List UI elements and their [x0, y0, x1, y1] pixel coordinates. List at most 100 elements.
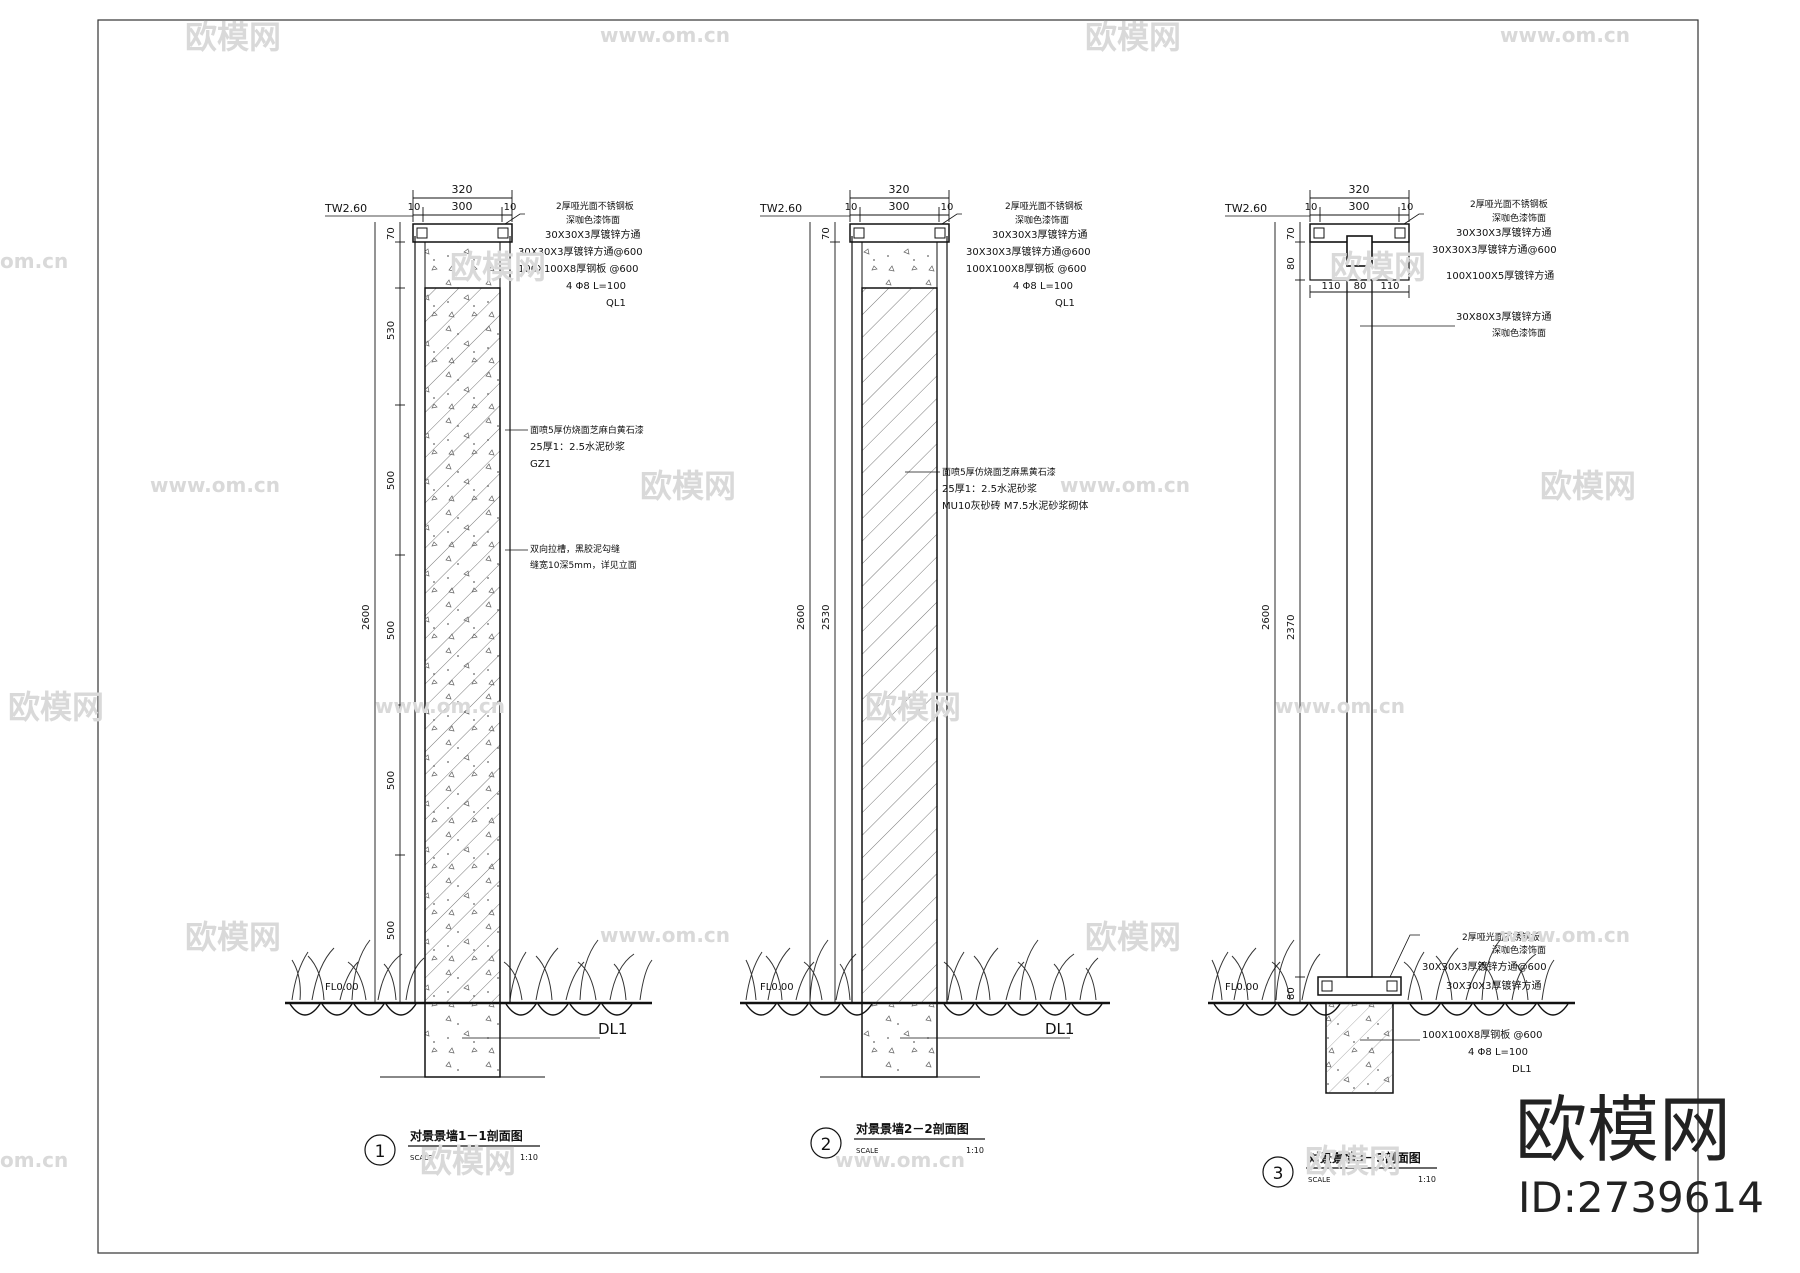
cap-plate — [412, 223, 513, 243]
section-title: 对景景墙3－3剖面图 — [1308, 1150, 1421, 1165]
scale-value: 1:10 — [1418, 1175, 1436, 1184]
cap-tube-right — [1394, 227, 1406, 239]
note-leader-base — [1389, 934, 1420, 978]
note-mid-2: MU10灰砂砖 M7.5水泥砂浆砌体 — [942, 499, 1088, 512]
cap-tube-left — [1313, 227, 1325, 239]
dim-left-2370: 2370 — [1286, 615, 1297, 640]
note-mid-0: 30X80X3厚镀锌方通 — [1456, 310, 1552, 323]
note-base-3: 30X30X3厚镀锌方通 — [1446, 979, 1542, 992]
note-top-5: 4 Φ8 L=100 — [1013, 281, 1073, 292]
dim-top-a: 10 — [408, 202, 421, 213]
wall-concrete — [425, 288, 500, 1003]
note-base-2: 30X30X3厚镀锌方通@600 — [1422, 960, 1547, 973]
cap-tube-left — [853, 227, 865, 239]
dim-left — [1274, 222, 1305, 1003]
note-top-1: 深咖色漆饰面 — [1492, 212, 1546, 224]
dim-top-c: 10 — [1401, 202, 1414, 213]
footing — [861, 1002, 938, 1078]
dim-top-b: 300 — [452, 200, 473, 213]
note-top-1: 深咖色漆饰面 — [1015, 214, 1069, 226]
dim-top-c: 10 — [504, 202, 517, 213]
dim-left-2530: 2530 — [821, 605, 832, 630]
dim-top-a: 10 — [845, 202, 858, 213]
note-leader-top — [504, 213, 525, 225]
note-base-0: 2厚哑光面不锈钢板 — [1462, 931, 1540, 943]
section-number: 2 — [821, 1135, 832, 1155]
watermark-logo: 欧模网 — [1085, 918, 1181, 956]
dim-left-500a: 500 — [386, 471, 397, 490]
grass-left — [1211, 939, 1321, 1001]
section-number-circle — [1262, 1156, 1294, 1188]
tw-label: TW2.60 — [759, 202, 802, 215]
scale-value: 1:10 — [966, 1146, 984, 1155]
cap-tube-right — [497, 227, 509, 239]
dim-total: 2600 — [1261, 605, 1272, 630]
dim-left-500c: 500 — [386, 771, 397, 790]
dim-left — [374, 222, 405, 1003]
dim-mid-b: 80 — [1354, 281, 1367, 292]
watermark-logo: 欧模网 — [640, 467, 736, 505]
brand-logo: 欧模网 — [1515, 1088, 1731, 1172]
dim-left-500b: 500 — [386, 621, 397, 640]
brand-id: ID:2739614 — [1518, 1173, 1764, 1222]
watermark-logo: 欧模网 — [1330, 248, 1426, 286]
grass-right — [1403, 939, 1555, 1001]
cap-tube-left — [416, 227, 428, 239]
dim-top — [412, 190, 513, 222]
note-mid-0: 面喷5厚仿烧面芝麻黑黄石漆 — [942, 466, 1056, 478]
footing — [424, 1002, 501, 1078]
note-top-6: QL1 — [1055, 298, 1075, 309]
scale-label: SCALE — [410, 1154, 432, 1162]
dim-left-80a: 80 — [1286, 257, 1297, 270]
fl-label: FL0.00 — [760, 982, 794, 993]
note-mid-1: 25厚1：2.5水泥砂浆 — [530, 440, 625, 453]
dim-total: 2600 — [796, 605, 807, 630]
scale-label: SCALE — [1308, 1176, 1330, 1184]
note-top-1: 深咖色漆饰面 — [566, 214, 620, 226]
base-plate — [1317, 976, 1402, 996]
watermark-logo: 欧模网 — [8, 688, 104, 726]
section-1: 320 10 300 10 TW2.60 70 530 500 500 500 … — [285, 183, 653, 1166]
base-tube-left — [1321, 980, 1333, 992]
note-top-3: 30X30X3厚镀锌方通@600 — [1432, 243, 1557, 256]
note-mid-1: 25厚1：2.5水泥砂浆 — [942, 482, 1037, 495]
dim-mid-a: 110 — [1321, 281, 1340, 292]
dim-top — [849, 190, 950, 222]
grass-right — [943, 939, 1099, 1001]
dl-label: DL1 — [598, 1020, 627, 1038]
note-top-5: 4 Φ8 L=100 — [566, 281, 626, 292]
note-top-2: 30X30X3厚镀锌方通 — [992, 228, 1088, 241]
watermark-logo: 欧模网 — [865, 688, 961, 726]
section-number: 1 — [375, 1142, 386, 1162]
earth-symbol — [745, 1003, 1103, 1016]
note-top-3: 30X30X3厚镀锌方通@600 — [518, 245, 643, 258]
dim-left-70: 70 — [386, 227, 397, 240]
watermark-logo: 欧模网 — [420, 1142, 516, 1180]
grass-right — [503, 939, 653, 1001]
tw-label: TW2.60 — [1224, 202, 1267, 215]
ring-beam — [424, 241, 501, 289]
watermark-logo: 欧模网 — [450, 248, 546, 286]
post-tube — [1346, 279, 1373, 978]
fl-label: FL0.00 — [1225, 982, 1259, 993]
note-top-2: 30X30X3厚镀锌方通 — [545, 228, 641, 241]
dim-left-70: 70 — [1286, 227, 1297, 240]
cap-plate — [849, 223, 950, 243]
dim-left-80b: 80 — [1286, 987, 1297, 1000]
note-top-0: 2厚哑光面不锈钢板 — [1470, 198, 1548, 210]
dim-top — [1309, 190, 1410, 298]
footing-hatch — [1326, 1003, 1393, 1093]
watermark-logo: 欧模网 — [1305, 1142, 1401, 1180]
watermark-url: www.om.cn — [375, 694, 505, 718]
earth-symbol — [1213, 1003, 1569, 1016]
note-leader-top — [1403, 213, 1424, 225]
section-number-circle — [810, 1127, 842, 1159]
note-top-0: 2厚哑光面不锈钢板 — [1005, 200, 1083, 212]
note-leader-top — [941, 213, 962, 225]
note-top-0: 2厚哑光面不锈钢板 — [556, 200, 634, 212]
section-3: 320 10 300 10 110 80 110 TW2.60 70 80 23… — [1208, 183, 1575, 1188]
dim-left-70: 70 — [821, 227, 832, 240]
watermark-url: om.cn — [0, 249, 68, 273]
watermark-url: www.om.cn — [1500, 23, 1630, 47]
